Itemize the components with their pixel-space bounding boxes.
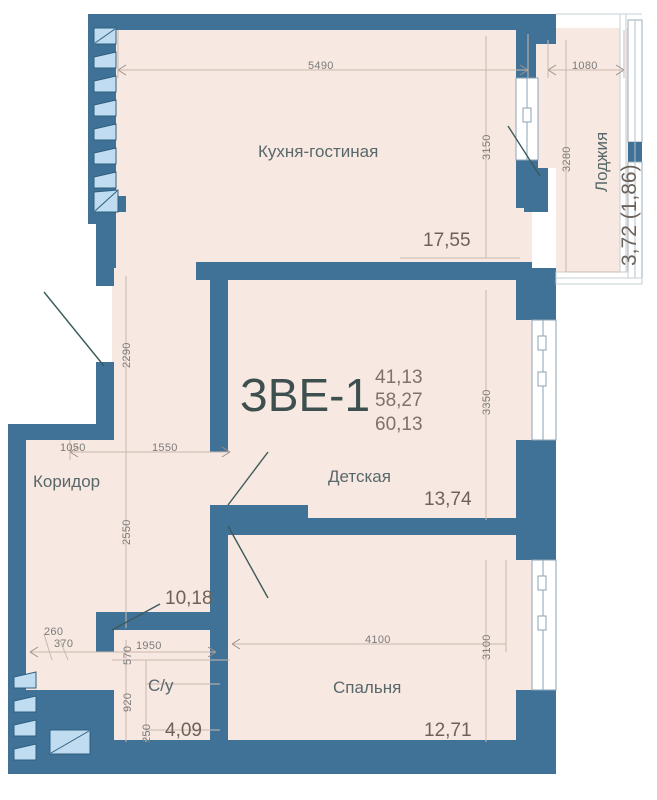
left-wall-panels [13, 27, 119, 761]
door-swings [43, 125, 541, 631]
floor-fills [22, 28, 628, 770]
window-openings [515, 13, 643, 691]
dimension-lines [29, 30, 625, 742]
walls [8, 14, 556, 774]
